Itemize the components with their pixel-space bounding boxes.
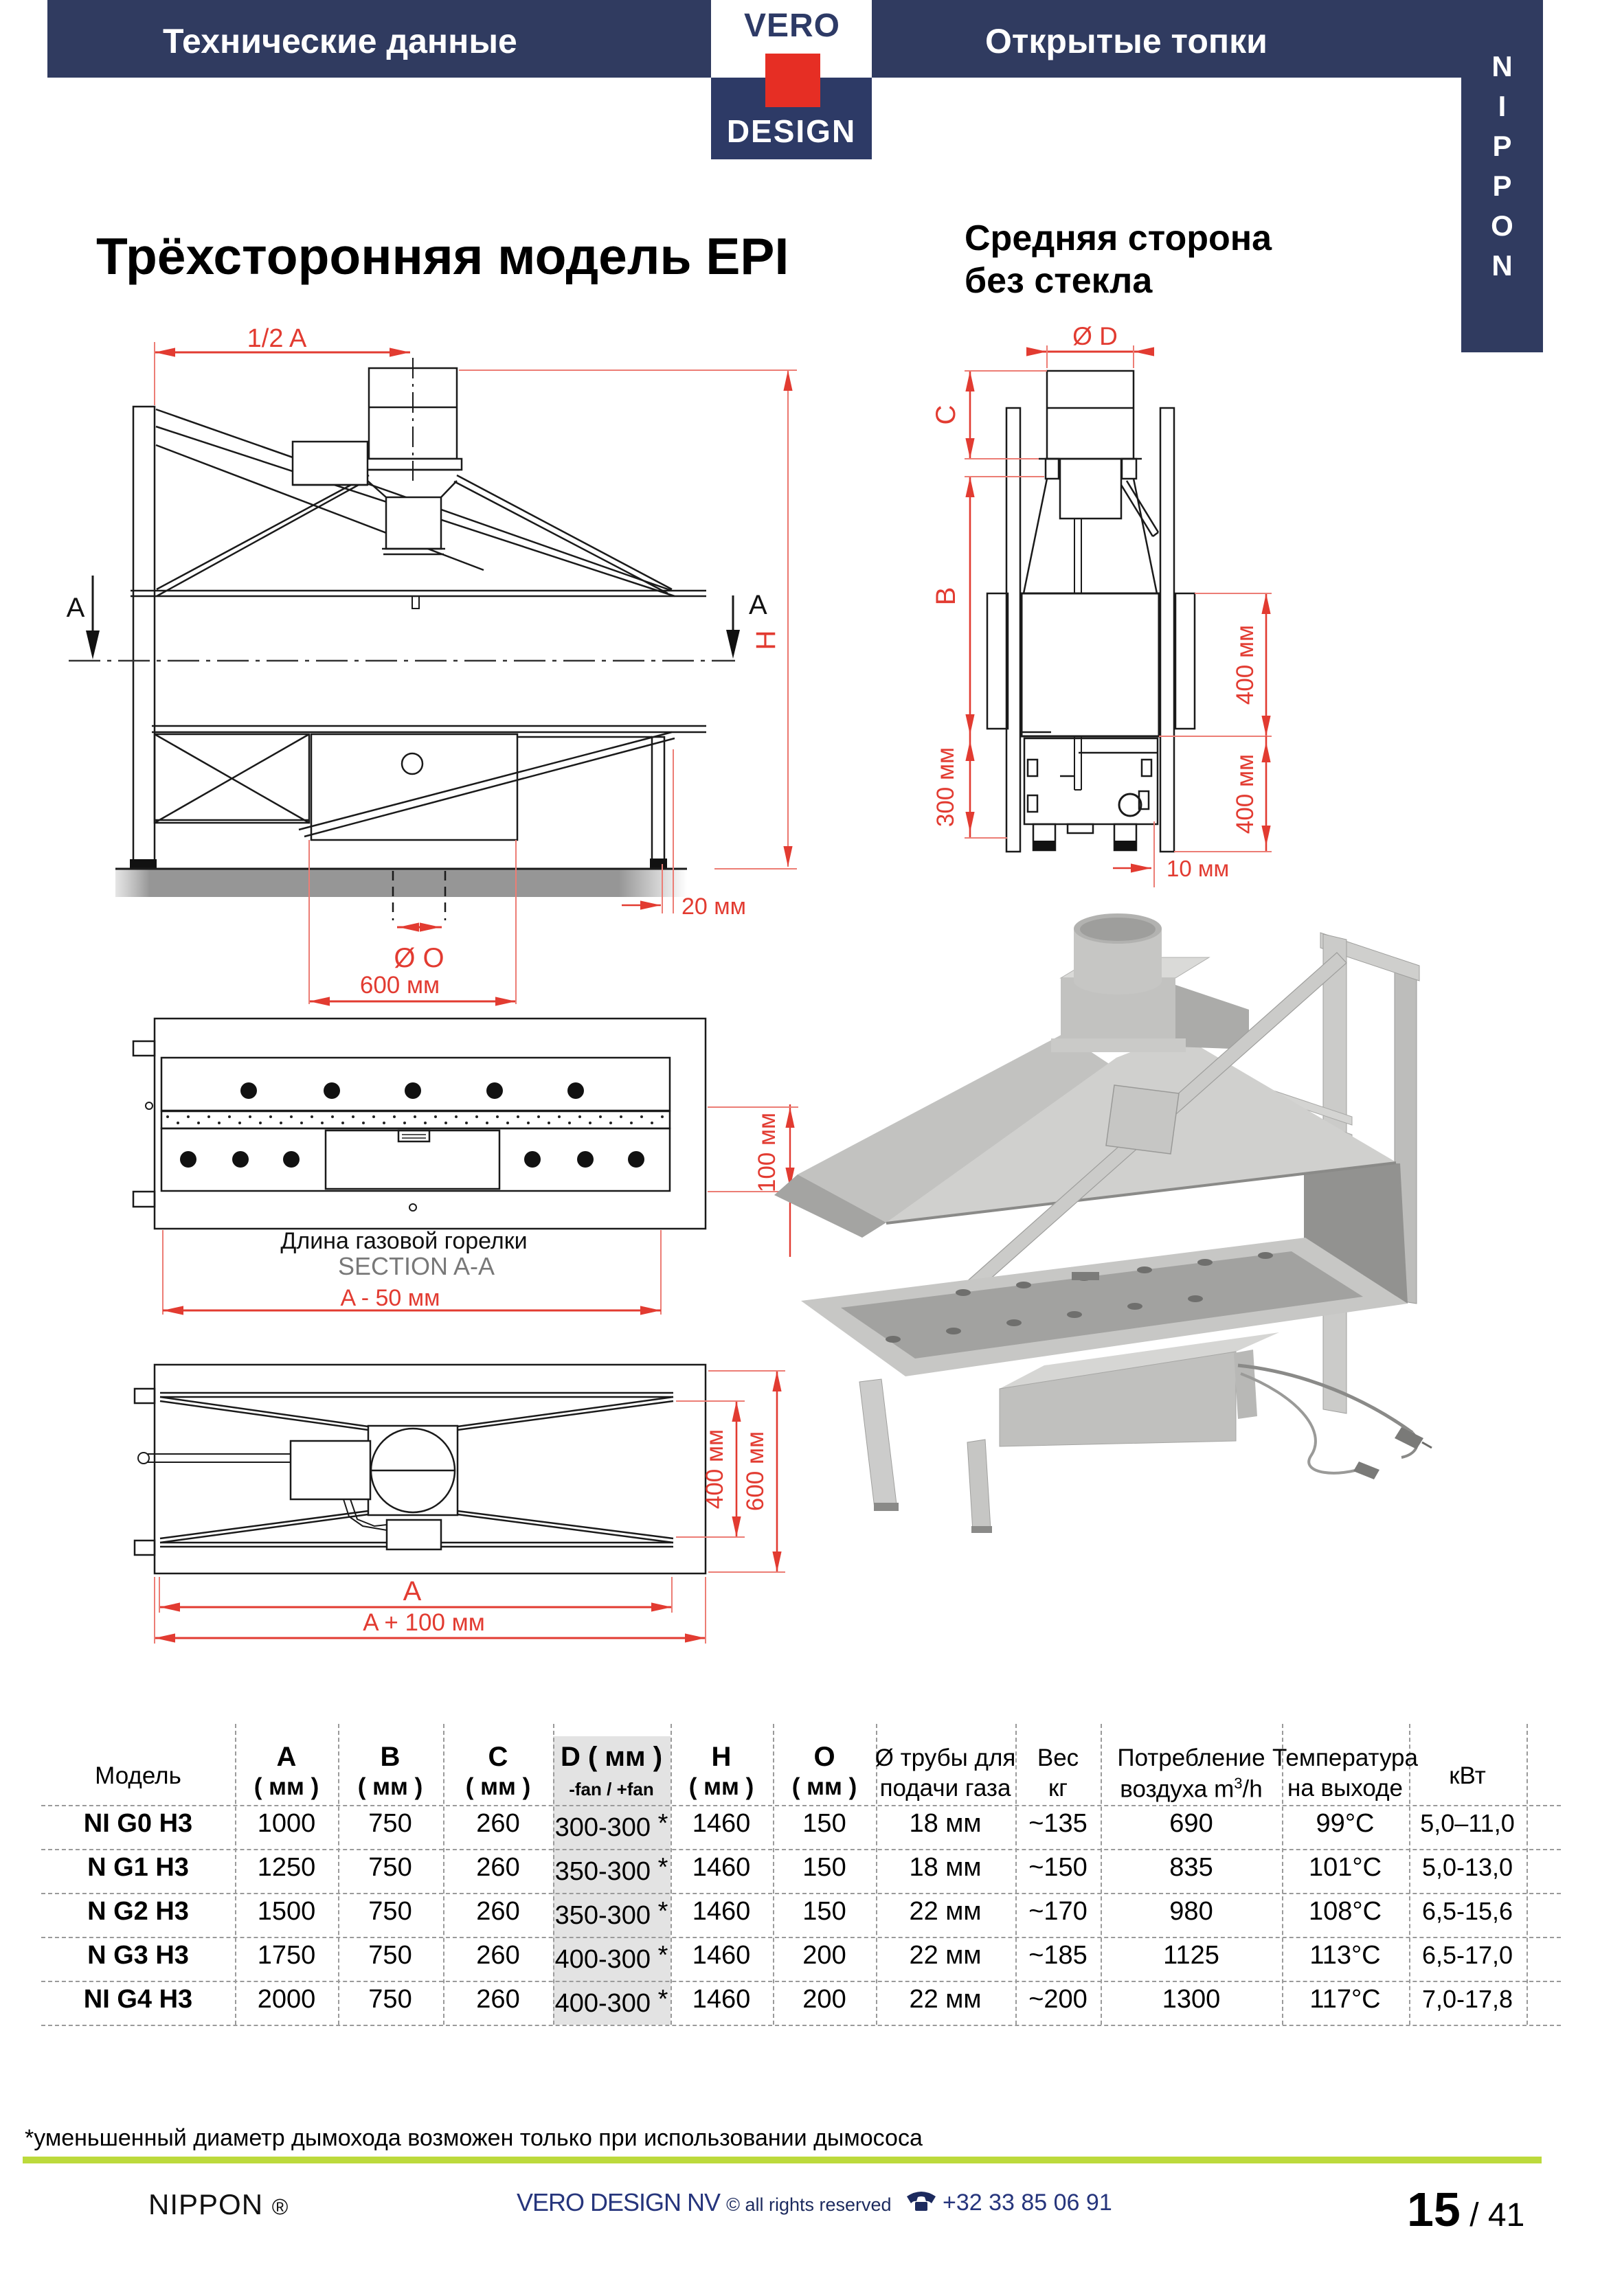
svg-text:20 мм: 20 мм: [681, 894, 746, 920]
svg-text:Ø D: Ø D: [1072, 322, 1118, 350]
svg-text:400 мм: 400 мм: [701, 1429, 728, 1509]
svg-text:H: H: [751, 630, 781, 650]
svg-text:SECTION A-A: SECTION A-A: [338, 1252, 495, 1280]
svg-text:400 мм: 400 мм: [1232, 625, 1259, 705]
svg-text:400 мм: 400 мм: [1232, 754, 1259, 834]
svg-text:600 мм: 600 мм: [742, 1431, 769, 1511]
svg-text:A: A: [67, 593, 85, 623]
svg-text:600 мм: 600 мм: [360, 972, 440, 999]
svg-text:C: C: [931, 405, 961, 425]
svg-text:A: A: [403, 1576, 422, 1606]
svg-text:A - 50 мм: A - 50 мм: [340, 1285, 440, 1311]
svg-text:1/2 A: 1/2 A: [247, 324, 307, 353]
svg-text:10 мм: 10 мм: [1167, 856, 1229, 881]
svg-text:100 мм: 100 мм: [754, 1113, 780, 1192]
svg-text:B: B: [931, 587, 961, 606]
svg-text:Длина газовой горелки: Длина газовой горелки: [280, 1228, 527, 1254]
svg-text:Ø O: Ø O: [394, 943, 444, 973]
svg-text:A: A: [749, 590, 767, 620]
svg-text:A + 100 мм: A + 100 мм: [363, 1609, 485, 1636]
svg-text:300 мм: 300 мм: [932, 747, 959, 827]
